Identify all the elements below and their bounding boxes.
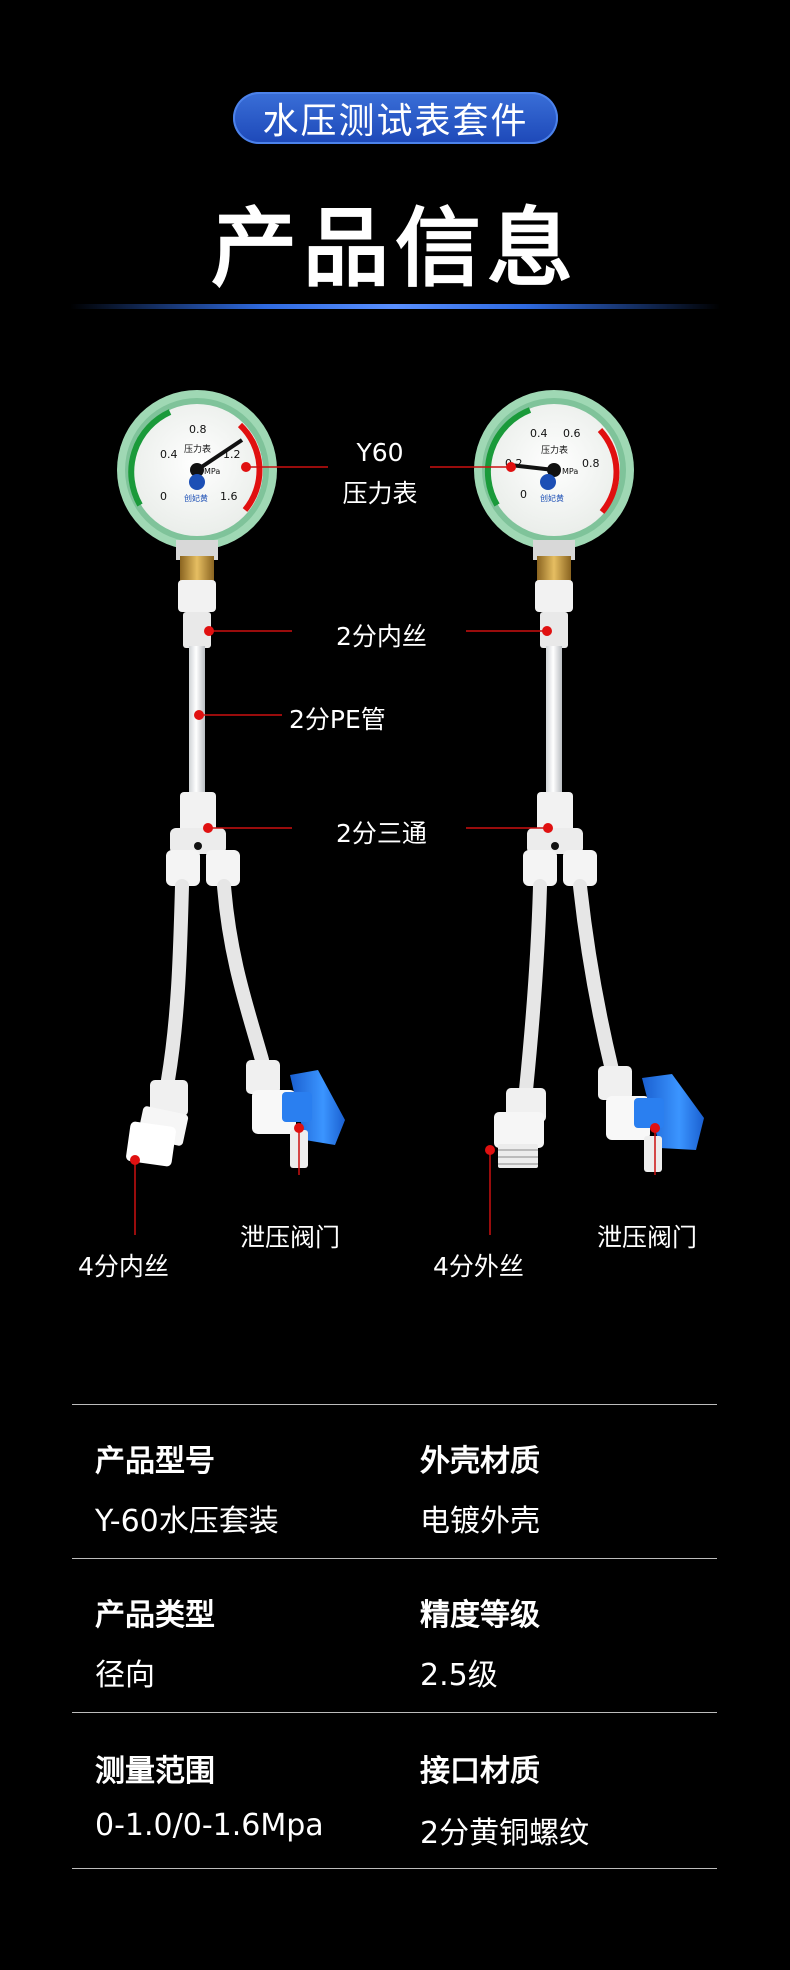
- gauge-tick-label: 0.4: [530, 427, 548, 440]
- right-pressure-gauge: 0.2 0.4 0.6 0.8 0 压力表 MPa 创妃黄: [474, 390, 634, 582]
- right-tee: [537, 792, 573, 832]
- spec-divider: [72, 1868, 717, 1869]
- gauge-tick-label: 0.8: [189, 423, 207, 436]
- spec-value: 2.5级: [420, 1658, 498, 1693]
- spec-divider: [72, 1558, 717, 1559]
- product-illustration: 0.4 0.8 1.2 1.6 0 压力表 MPa 创妃黄: [117, 390, 704, 1235]
- gauge-unit: MPa: [562, 467, 578, 476]
- callout-left-end: 4分内丝: [78, 1252, 169, 1281]
- callout-gauge-model: Y60: [356, 438, 404, 467]
- left-inner-thread-fitting: [126, 1121, 176, 1167]
- spec-divider: [72, 1712, 717, 1713]
- callout-dots: [130, 462, 660, 1165]
- spec-key: 外壳材质: [420, 1444, 540, 1479]
- spec-value: 2分黄铜螺纹: [420, 1816, 590, 1851]
- title-underline-glow: [70, 304, 720, 309]
- gauge-tick-label: 0.4: [160, 448, 178, 461]
- gauge-logo-icon: [540, 474, 556, 490]
- gauge-logo-icon: [189, 474, 205, 490]
- left-valve-handle: [290, 1070, 345, 1145]
- right-quick-connector: [535, 580, 573, 612]
- callout-left-valve: 泄压阀门: [240, 1223, 341, 1252]
- title-badge: 水压测试表套件: [233, 92, 558, 144]
- left-tee: [180, 792, 216, 832]
- spec-value: Y-60水压套装: [95, 1504, 279, 1539]
- spec-divider: [72, 1404, 717, 1405]
- callout-pe-pipe: 2分PE管: [289, 705, 386, 734]
- spec-value: 0-1.0/0-1.6Mpa: [95, 1808, 324, 1843]
- callout-inner-thread: 2分内丝: [336, 622, 427, 651]
- gauge-unit: MPa: [204, 467, 220, 476]
- gauge-tick-label: 1.2: [223, 448, 241, 461]
- gauge-tick-label: 0: [520, 488, 527, 501]
- gauge-tick-label: 0.8: [582, 457, 600, 470]
- right-assembly: 0.2 0.4 0.6 0.8 0 压力表 MPa 创妃黄: [474, 390, 704, 1172]
- gauge-tick-label: 0.6: [563, 427, 581, 440]
- spec-key: 产品类型: [95, 1598, 215, 1633]
- left-assembly: 0.4 0.8 1.2 1.6 0 压力表 MPa 创妃黄: [117, 390, 345, 1168]
- callout-right-end: 4分外丝: [433, 1252, 524, 1281]
- spec-key: 接口材质: [420, 1754, 540, 1789]
- spec-value: 电镀外壳: [420, 1504, 540, 1539]
- spec-value: 径向: [95, 1658, 155, 1693]
- right-outer-thread-fitting: [494, 1112, 544, 1148]
- page-title: 产品信息: [211, 199, 579, 299]
- gauge-brand: 创妃黄: [540, 493, 564, 503]
- gauge-name: 压力表: [184, 443, 211, 455]
- spec-key: 精度等级: [420, 1598, 540, 1633]
- callout-lines: [134, 466, 656, 1235]
- gauge-brand: 创妃黄: [184, 493, 208, 503]
- gauge-name: 压力表: [541, 444, 568, 456]
- spec-key: 产品型号: [95, 1444, 215, 1479]
- left-pressure-gauge: 0.4 0.8 1.2 1.6 0 压力表 MPa 创妃黄: [117, 390, 277, 582]
- gauge-tick-label: 1.6: [220, 490, 238, 503]
- callout-gauge-name: 压力表: [342, 479, 418, 508]
- callout-tee: 2分三通: [336, 819, 427, 848]
- callout-right-valve: 泄压阀门: [597, 1223, 698, 1252]
- gauge-tick-label: 0: [160, 490, 167, 503]
- right-pe-pipe: [546, 646, 562, 796]
- left-pe-pipe: [189, 646, 205, 796]
- spec-key: 测量范围: [95, 1754, 215, 1789]
- left-quick-connector: [178, 580, 216, 612]
